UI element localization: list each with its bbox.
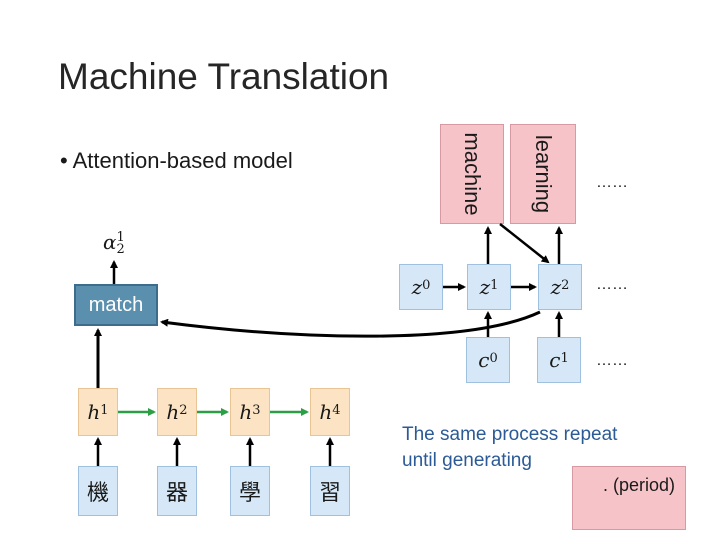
input-char-3: 學 bbox=[230, 466, 270, 516]
alpha-sup: 1 bbox=[116, 229, 125, 245]
period-label: . (period) bbox=[602, 475, 675, 495]
h4-base: h bbox=[319, 400, 333, 424]
z1-sup: 1 bbox=[490, 277, 499, 293]
h2-base: h bbox=[166, 400, 180, 424]
arrow-machine-z2 bbox=[499, 223, 550, 264]
z0-sup: 0 bbox=[422, 277, 431, 293]
arrow-z1-match bbox=[160, 310, 541, 338]
z2-base: z bbox=[550, 275, 562, 299]
c1-sup: 1 bbox=[560, 350, 569, 366]
c0-base: c bbox=[478, 348, 490, 372]
h4-sup: 4 bbox=[332, 402, 341, 418]
ellipsis-context: …… bbox=[596, 352, 628, 369]
ellipsis-states: …… bbox=[596, 276, 628, 293]
z1-base: z bbox=[479, 275, 491, 299]
z2-sup: 2 bbox=[561, 277, 570, 293]
repeat-note-line1: The same process repeat bbox=[402, 424, 618, 445]
slide-title: Machine Translation bbox=[58, 56, 390, 97]
output-word-machine: machine bbox=[460, 132, 485, 216]
c1-base: c bbox=[549, 348, 561, 372]
match-box: match bbox=[74, 284, 158, 326]
input-char-4: 習 bbox=[310, 466, 350, 516]
output-box-machine: machine bbox=[440, 124, 504, 224]
repeat-note-line2: until generating bbox=[402, 450, 532, 471]
input-char-1: 機 bbox=[78, 466, 118, 516]
c0-sup: 0 bbox=[489, 350, 498, 366]
output-box-learning: learning bbox=[510, 124, 576, 224]
ellipsis-outputs: …… bbox=[596, 174, 628, 191]
bullet-text: • Attention-based model bbox=[60, 148, 293, 173]
z0-base: z bbox=[411, 275, 423, 299]
output-word-learning: learning bbox=[531, 134, 556, 214]
h2-sup: 2 bbox=[179, 402, 188, 418]
repeat-note: The same process repeat until generating bbox=[402, 422, 617, 474]
alpha-sub: 2 bbox=[116, 241, 125, 257]
h1-sup: 1 bbox=[100, 402, 109, 418]
alpha-base: α bbox=[103, 230, 117, 254]
period-box: . (period) bbox=[572, 466, 686, 530]
input-char-2: 器 bbox=[157, 466, 197, 516]
h1-base: h bbox=[87, 400, 101, 424]
h3-base: h bbox=[239, 400, 253, 424]
h3-sup: 3 bbox=[252, 402, 261, 418]
